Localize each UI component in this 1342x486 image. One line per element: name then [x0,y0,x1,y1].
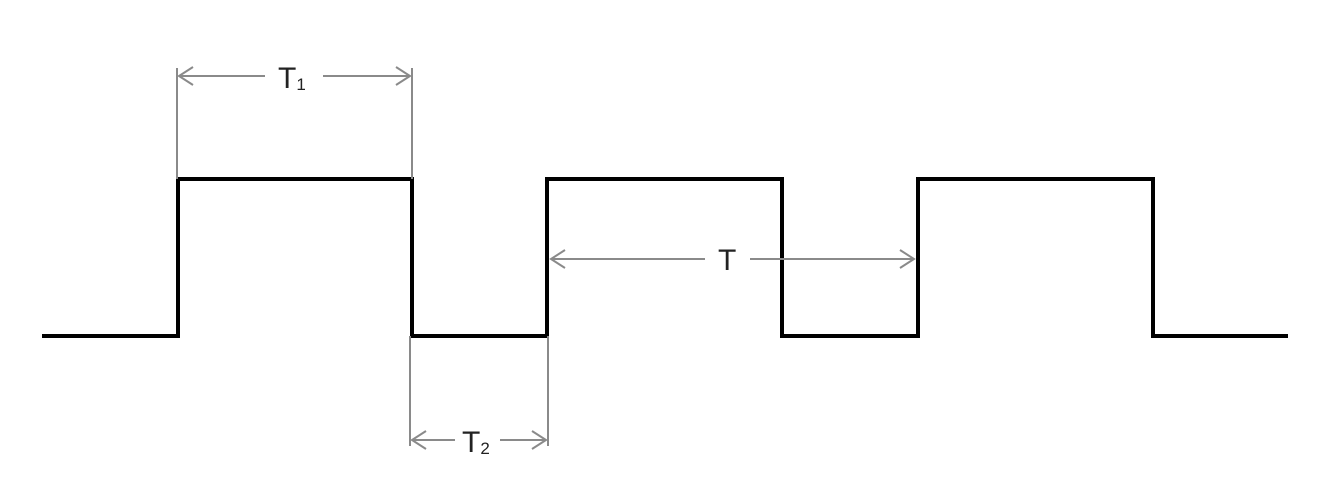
t2-label: T2 [462,426,490,459]
square-waveform [42,177,1288,338]
t-label-main: T [718,244,736,277]
t1-label-main: T [278,62,296,95]
t1-arrowhead-left [177,66,194,86]
t1-dimension: T1 [176,62,413,179]
t2-arrowhead-right [531,430,548,450]
t2-arrowhead-left [410,430,427,450]
t1-arrowhead-right [395,66,412,86]
t-arrowhead-left [549,249,566,269]
t-label: T [718,244,736,277]
t2-label-subscript: 2 [480,439,489,458]
t2-dimension: T2 [409,336,549,459]
t1-label-subscript: 1 [296,75,305,94]
t1-label: T1 [278,62,306,95]
t-arrowhead-right [899,249,916,269]
t2-label-main: T [462,426,480,459]
t-dimension: T [549,244,916,277]
